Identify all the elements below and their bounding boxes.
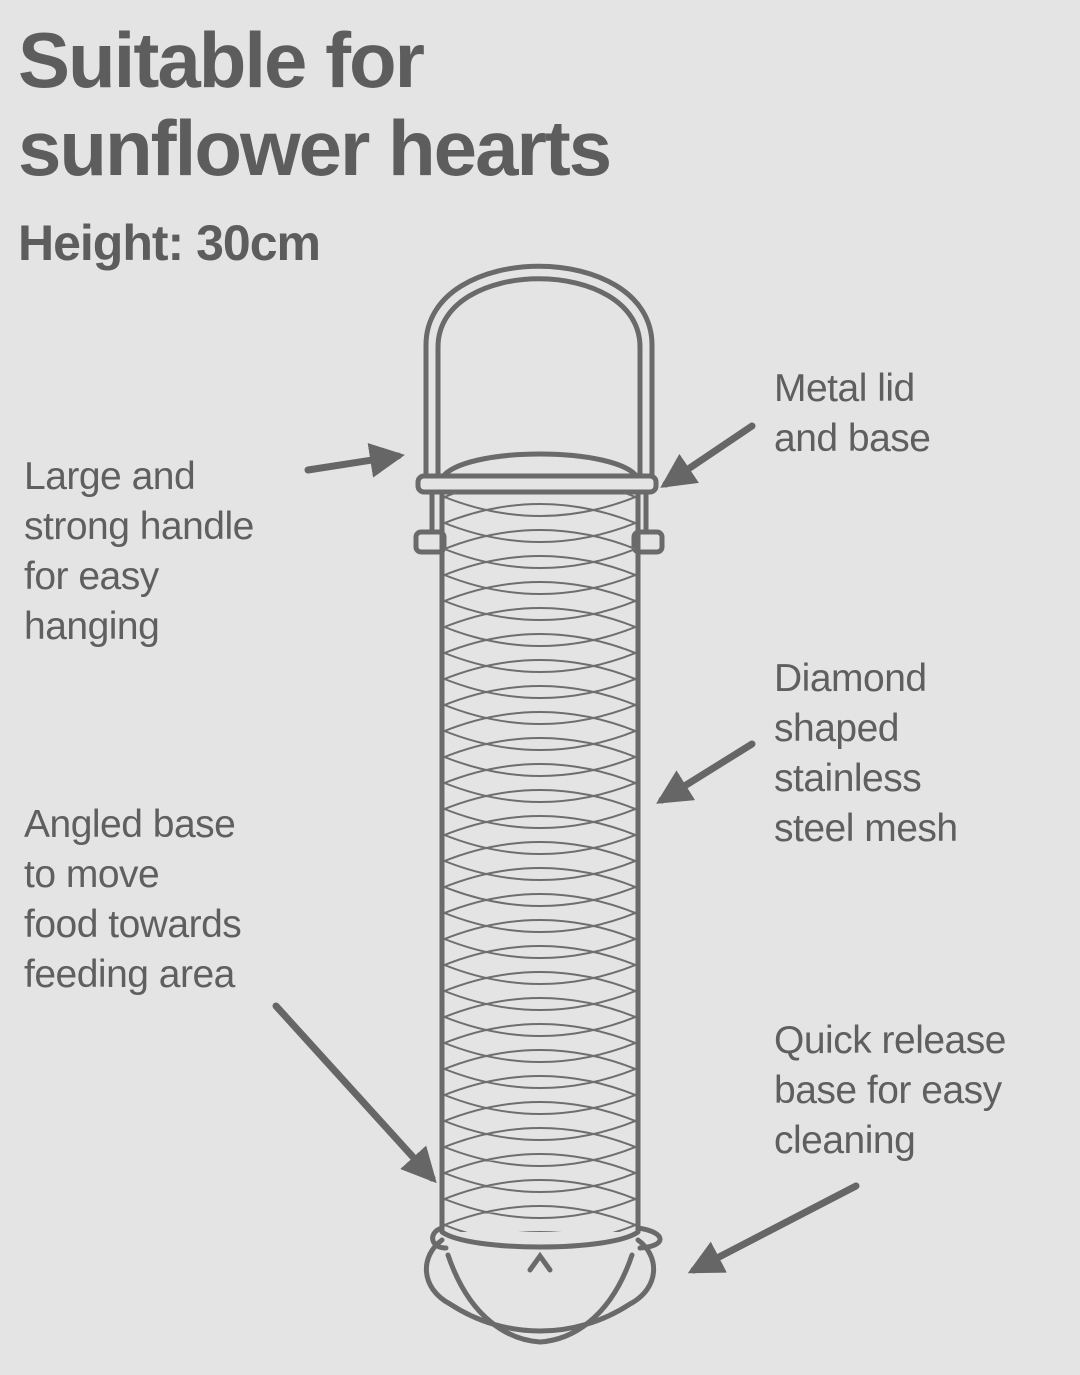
callout-angled-line-3: food towards [24, 903, 242, 946]
callout-mesh-line-2: shaped [774, 707, 899, 750]
height-spec: Height: 30cm [18, 215, 321, 271]
arrow-mesh [656, 740, 756, 804]
arrow-lid [660, 422, 756, 488]
mesh-tube-icon [439, 492, 641, 1232]
callout-mesh-line-3: stainless [774, 757, 922, 800]
handle-icon [423, 263, 655, 543]
lid-icon [413, 451, 665, 555]
base-tray-icon [424, 1225, 663, 1345]
title-line-2: sunflower hearts [18, 104, 612, 192]
callout-handle: Large and strong handle for easy hanging [24, 452, 254, 652]
arrow-quick-release [687, 1182, 860, 1274]
title-line-1: Suitable for [18, 16, 425, 104]
callout-lid-line-1: Metal lid [774, 367, 915, 410]
callout-angled-line-1: Angled base [24, 803, 236, 846]
callout-release-line-2: base for easy [774, 1069, 1002, 1112]
callout-handle-line-1: Large and [24, 455, 196, 498]
callout-arrows [272, 422, 860, 1274]
callout-mesh: Diamond shaped stainless steel mesh [774, 654, 958, 854]
callout-release-line-3: cleaning [774, 1119, 916, 1162]
callout-lid-line-2: and base [774, 417, 931, 460]
callout-handle-line-2: strong handle [24, 505, 254, 548]
callout-mesh-line-4: steel mesh [774, 807, 958, 850]
callout-release-line-1: Quick release [774, 1019, 1006, 1062]
product-title: Suitable for sunflower hearts [18, 16, 778, 192]
callout-angled-base: Angled base to move food towards feeding… [24, 800, 242, 1000]
callout-angled-line-2: to move [24, 853, 160, 896]
callout-quick-release: Quick release base for easy cleaning [774, 1016, 1006, 1166]
callout-handle-line-4: hanging [24, 605, 160, 648]
callout-handle-line-3: for easy [24, 555, 159, 598]
arrow-handle [304, 443, 405, 478]
mesh-lines [441, 492, 639, 1232]
arrow-angled-base [272, 1002, 437, 1184]
callout-angled-line-4: feeding area [24, 953, 235, 996]
callout-lid: Metal lid and base [774, 364, 931, 464]
callout-mesh-line-1: Diamond [774, 657, 927, 700]
